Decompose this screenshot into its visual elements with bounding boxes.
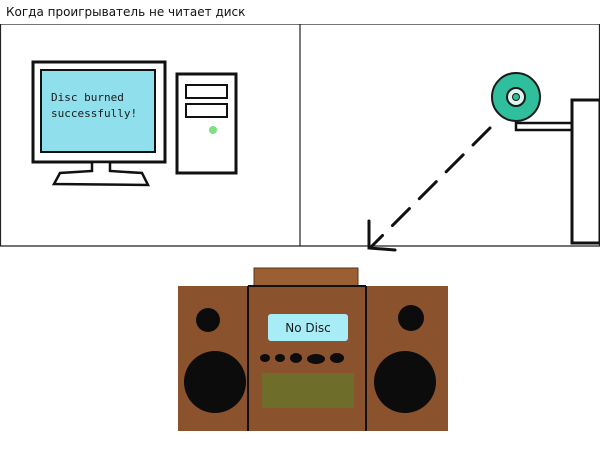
- disc-icon: [491, 72, 541, 122]
- tweeter-left: [196, 308, 220, 332]
- speaker-right: [374, 351, 436, 413]
- speaker-left: [184, 351, 246, 413]
- monitor-screen: [40, 69, 156, 153]
- pc-tower: [175, 72, 238, 175]
- computer-monitor: Disc burned successfully!: [31, 60, 167, 187]
- boombox-buttons: [260, 353, 344, 364]
- lcd-text: No Disc: [285, 321, 331, 335]
- monitor-stand: [51, 160, 151, 187]
- lcd-display: [268, 314, 348, 341]
- power-led: [209, 126, 217, 134]
- drive-bay-1: [185, 84, 228, 99]
- screen-text-line-1: Disc burned: [51, 91, 124, 104]
- dashed-arrow: [367, 126, 492, 252]
- disc-tray: [514, 98, 600, 245]
- comic-illustration: Disc burned successfully! No Disc: [0, 24, 600, 431]
- boombox: No Disc: [178, 267, 448, 431]
- comic-caption: Когда проигрыватель не читает диск: [6, 5, 246, 19]
- drive-bay-2: [185, 103, 228, 118]
- tweeter-right: [398, 305, 424, 331]
- screen-text-line-2: successfully!: [51, 107, 137, 120]
- cassette-deck: [262, 373, 354, 408]
